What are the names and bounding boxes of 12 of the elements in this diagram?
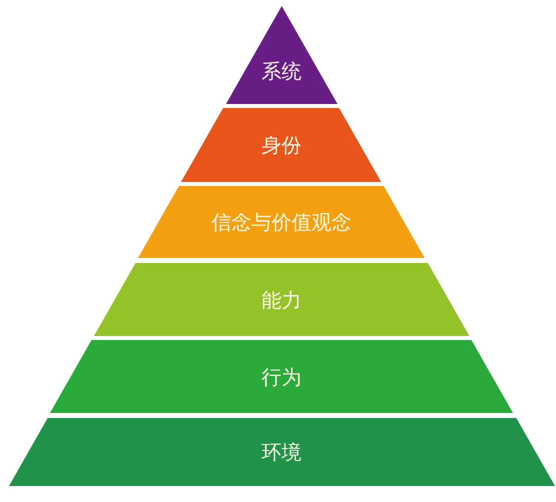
layer-label: 系统 (261, 58, 302, 83)
pyramid-layer (181, 108, 382, 182)
pyramid-top-triangle (226, 6, 338, 104)
pyramid-layer (94, 263, 470, 336)
pyramid-layer (8, 418, 554, 486)
layer-label: 环境 (262, 440, 302, 464)
layer-label: 能力 (262, 288, 302, 312)
pyramid-layer (138, 186, 425, 258)
layer-label: 信念与价值观念 (211, 210, 352, 234)
layer-label: 身份 (261, 133, 302, 157)
layer-label: 行为 (261, 364, 302, 388)
pyramid-layer (50, 340, 513, 413)
